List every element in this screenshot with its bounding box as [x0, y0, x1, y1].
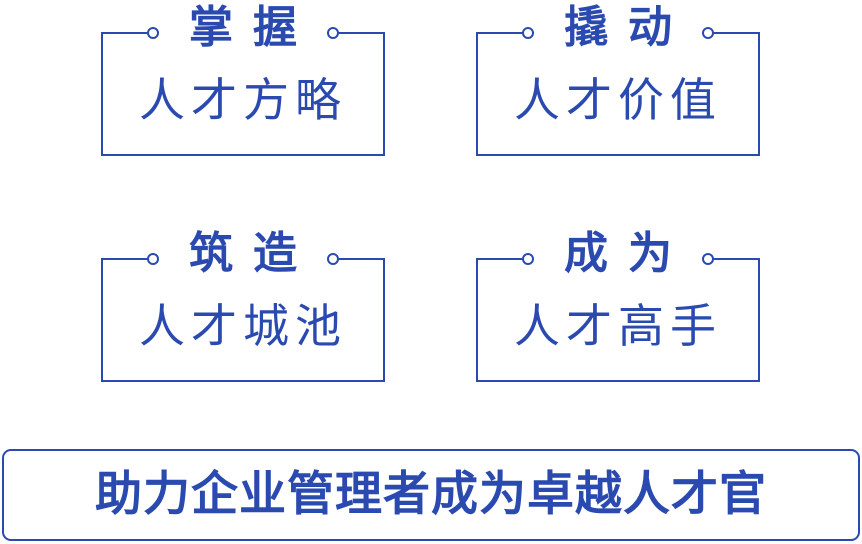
frame-line — [101, 32, 148, 34]
circle-ornament-icon — [147, 27, 159, 39]
card-title: 筑造 — [189, 229, 317, 278]
frame-line — [101, 258, 148, 260]
circle-ornament-icon — [702, 253, 714, 265]
card-title: 撬动 — [564, 3, 692, 52]
card-subtitle: 人才价值 — [514, 74, 722, 126]
frame-line — [476, 258, 523, 260]
circle-ornament-icon — [522, 27, 534, 39]
frame-line — [338, 258, 385, 260]
card-frame — [101, 32, 385, 156]
card-leverage-value: 撬动 人才价值 — [476, 3, 760, 156]
circle-ornament-icon — [702, 27, 714, 39]
frame-line — [338, 32, 385, 34]
card-title: 成为 — [564, 229, 692, 278]
card-subtitle: 人才城池 — [139, 300, 347, 352]
circle-ornament-icon — [147, 253, 159, 265]
frame-line — [713, 32, 760, 34]
card-frame — [476, 258, 760, 382]
card-subtitle: 人才高手 — [514, 300, 722, 352]
card-build-fortress: 筑造 人才城池 — [101, 229, 385, 382]
card-title: 掌握 — [189, 3, 317, 52]
slogan-banner: 助力企业管理者成为卓越人才官 — [2, 449, 860, 541]
frame-line — [713, 258, 760, 260]
card-become-expert: 成为 人才高手 — [476, 229, 760, 382]
card-frame — [476, 32, 760, 156]
card-master-strategy: 掌握 人才方略 — [101, 3, 385, 156]
circle-ornament-icon — [327, 27, 339, 39]
circle-ornament-icon — [522, 253, 534, 265]
card-frame — [101, 258, 385, 382]
frame-line — [476, 32, 523, 34]
card-subtitle: 人才方略 — [139, 74, 347, 126]
circle-ornament-icon — [327, 253, 339, 265]
